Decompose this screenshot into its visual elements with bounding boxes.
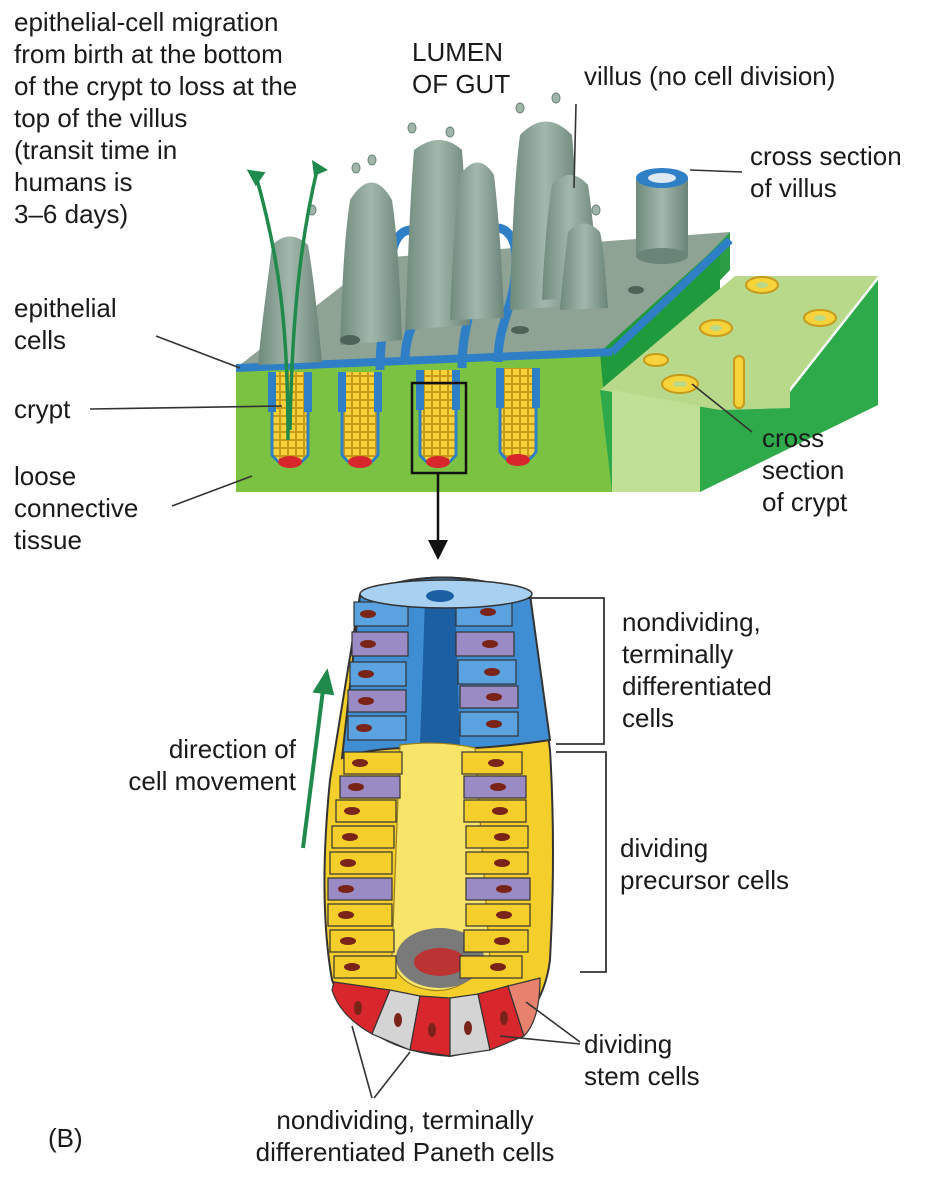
direction-arrow-head xyxy=(312,668,335,696)
label-dividing-precursor-cells: dividing precursor cells xyxy=(620,833,790,895)
crypt-front-2 xyxy=(338,372,382,468)
brackets xyxy=(528,597,607,973)
crypt-cross-sections xyxy=(643,276,837,409)
label-paneth-cells: nondividing, terminally differentiated P… xyxy=(255,1105,555,1167)
crypt-front-1 xyxy=(268,372,312,468)
crypt-front-3 xyxy=(416,370,460,468)
label-cross-section-villus: cross section of villus xyxy=(750,141,902,203)
villus-1 xyxy=(258,236,322,365)
label-lumen: LUMEN OF GUT xyxy=(412,37,511,99)
villus-2 xyxy=(340,182,402,345)
crypt-front-4 xyxy=(496,368,540,466)
villus-4 xyxy=(450,162,504,320)
label-epithelial-cells: epithelial cells xyxy=(14,293,117,355)
direction-arrow-line xyxy=(301,689,325,849)
panel-letter: (B) xyxy=(48,1123,83,1153)
migration-arrows xyxy=(254,165,320,441)
tissue-block xyxy=(235,92,878,560)
villus-7 xyxy=(560,223,608,310)
label-loose-connective-tissue: loose connective tissue xyxy=(14,461,139,555)
crypt-enlarged xyxy=(323,576,554,1058)
label-cross-section-crypt: cross section of crypt xyxy=(762,423,848,517)
label-dividing-stem-cells: dividing stem cells xyxy=(584,1029,700,1091)
label-migration: epithelial-cell migration from birth at … xyxy=(14,7,298,229)
villus-cross-section xyxy=(636,168,688,264)
label-villus: villus (no cell division) xyxy=(584,61,836,91)
label-crypt: crypt xyxy=(14,394,71,424)
zoom-arrow xyxy=(428,540,448,560)
label-nondividing-cells: nondividing, terminally differentiated c… xyxy=(622,607,772,733)
label-direction-of-cell-movement: direction of cell movement xyxy=(128,734,296,796)
